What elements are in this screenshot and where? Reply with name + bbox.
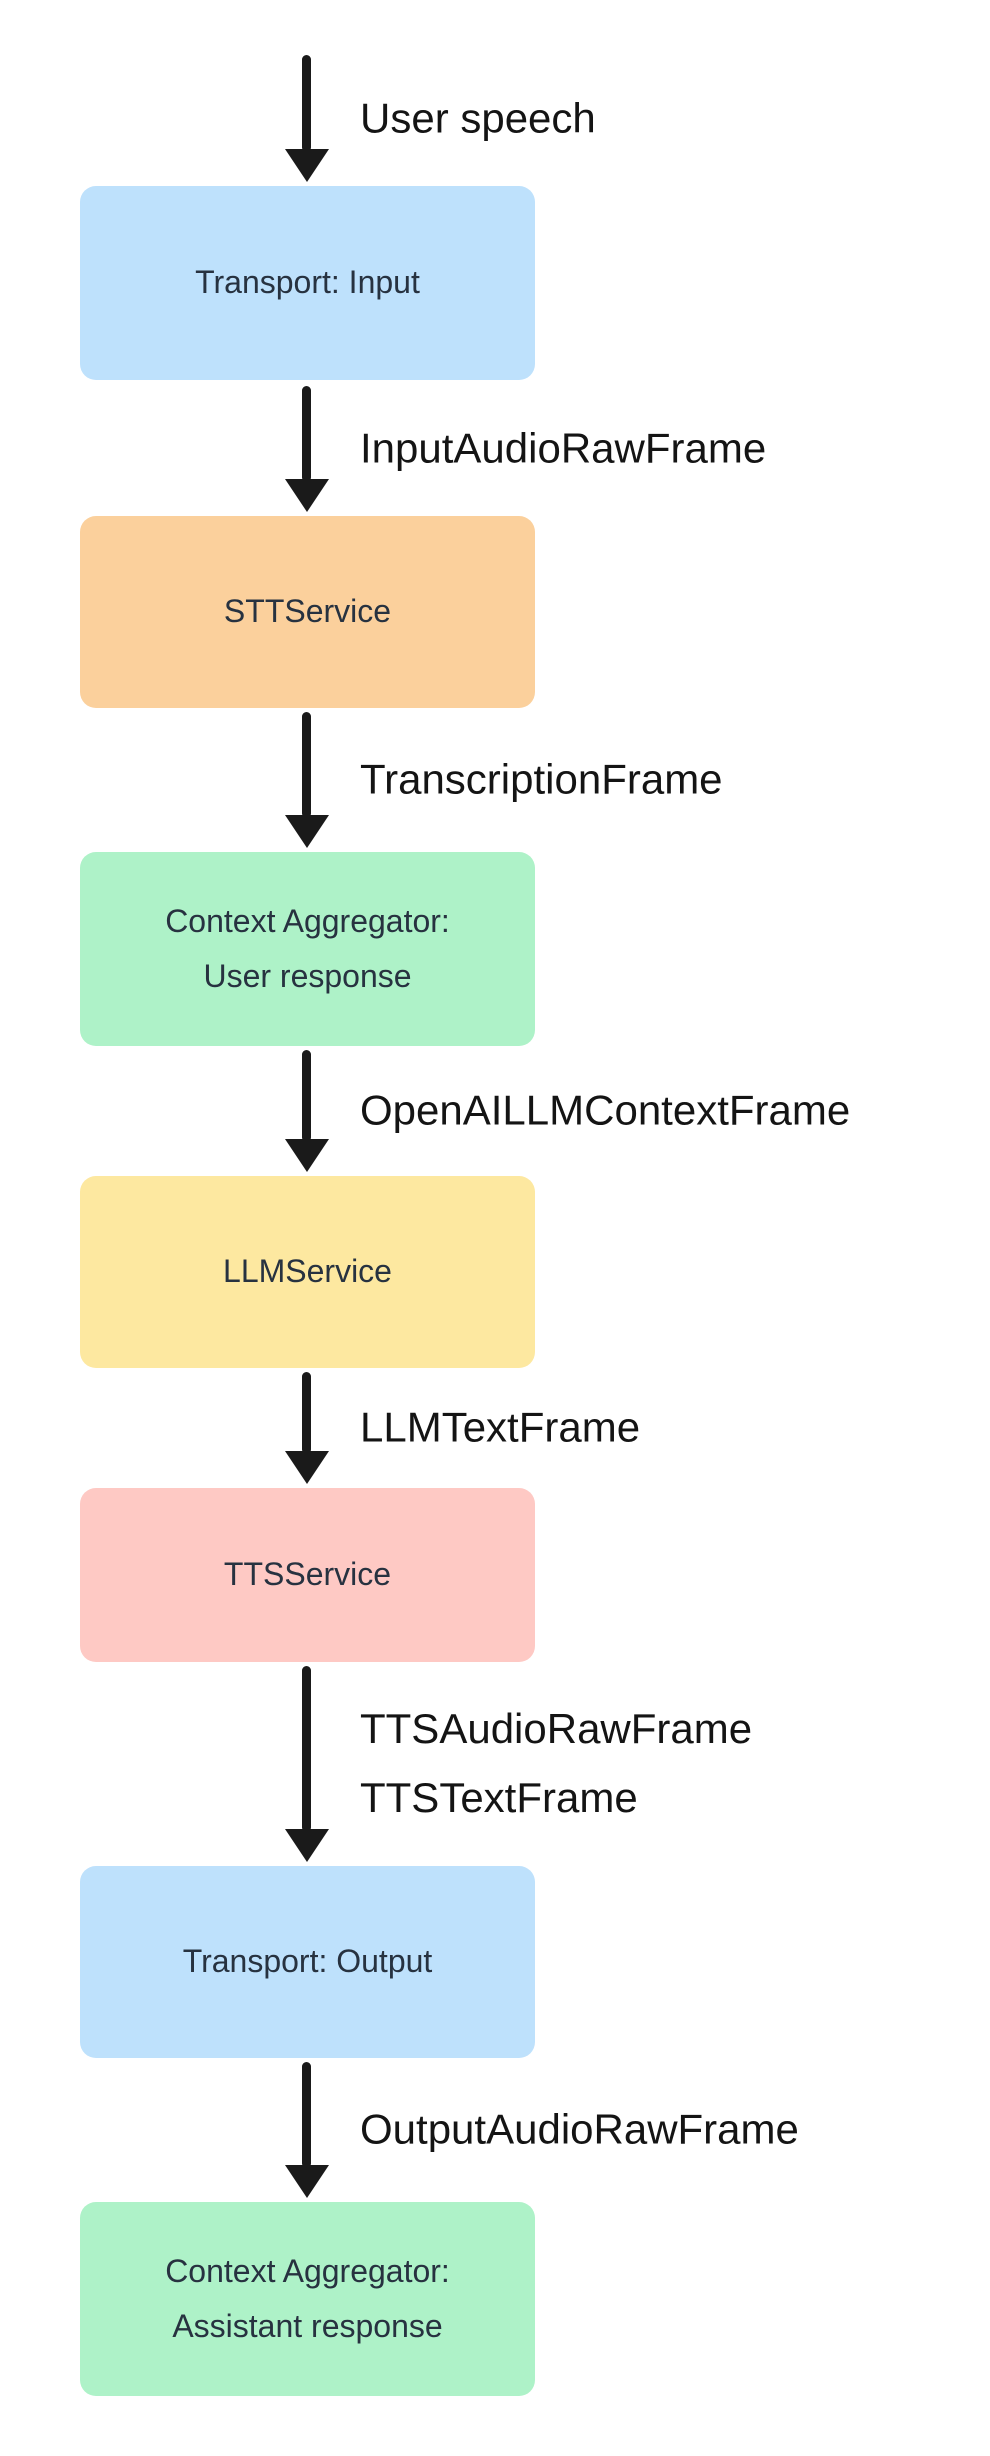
edge-label-input-audio-raw-frame: InputAudioRawFrame [360,424,767,472]
edge-label-transcription-frame: TranscriptionFrame [360,755,723,803]
node-context-aggregator-assistant: Context Aggregator: Assistant response [80,2202,535,2396]
down-arrow-head-icon [285,1139,329,1172]
node-transport-output: Transport: Output [80,1866,535,2058]
edge-label-user-speech: User speech [360,94,596,142]
node-llm-service: LLMService [80,1176,535,1368]
flow-edge-llm-text-frame: LLMTextFrame [0,1372,990,1484]
flow-edge-transcription-frame: TranscriptionFrame [0,712,990,848]
node-label: STTService [223,593,392,630]
down-arrow-icon [302,712,311,818]
node-label: Transport: Input [195,264,420,301]
down-arrow-icon [302,386,311,482]
down-arrow-icon [302,2062,311,2168]
flow-edge-output-audio-raw-frame: OutputAudioRawFrame [0,2062,990,2198]
edge-label-tts-frames: TTSAudioRawFrame TTSTextFrame [360,1695,752,1833]
down-arrow-icon [302,1666,311,1832]
down-arrow-head-icon [285,1829,329,1862]
node-label-line2: Assistant response [172,2308,443,2344]
node-label: LLMService [223,1253,392,1290]
node-context-aggregator-user: Context Aggregator: User response [80,852,535,1046]
node-tts-service: TTSService [80,1488,535,1662]
edge-label-llm-text-frame: LLMTextFrame [360,1403,641,1451]
flow-edge-openai-llm-context-frame: OpenAILLMContextFrame [0,1050,990,1172]
down-arrow-head-icon [285,1451,329,1484]
node-label-line1: Context Aggregator: [165,2252,450,2289]
node-label: TTSService [223,1556,392,1593]
down-arrow-head-icon [285,815,329,848]
edge-label-output-audio-raw-frame: OutputAudioRawFrame [360,2105,799,2153]
node-label-line1: Context Aggregator: [165,902,450,939]
down-arrow-head-icon [285,2165,329,2198]
down-arrow-head-icon [285,149,329,182]
flow-edge-input-audio-raw-frame: InputAudioRawFrame [0,386,990,512]
node-label-line2: User response [203,958,412,994]
flow-edge-tts-frames: TTSAudioRawFrame TTSTextFrame [0,1666,990,1862]
down-arrow-icon [302,1050,311,1142]
node-transport-input: Transport: Input [80,186,535,380]
node-stt-service: STTService [80,516,535,708]
node-label: Transport: Output [182,1943,433,1980]
edge-label-tts-text-frame: TTSTextFrame [360,1774,638,1821]
edge-label-openai-llm-context-frame: OpenAILLMContextFrame [360,1086,851,1134]
down-arrow-head-icon [285,479,329,512]
edge-label-tts-audio-raw-frame: TTSAudioRawFrame [360,1705,753,1753]
down-arrow-icon [302,1372,311,1454]
down-arrow-icon [302,55,311,152]
flow-edge-user-speech: User speech [0,55,990,182]
